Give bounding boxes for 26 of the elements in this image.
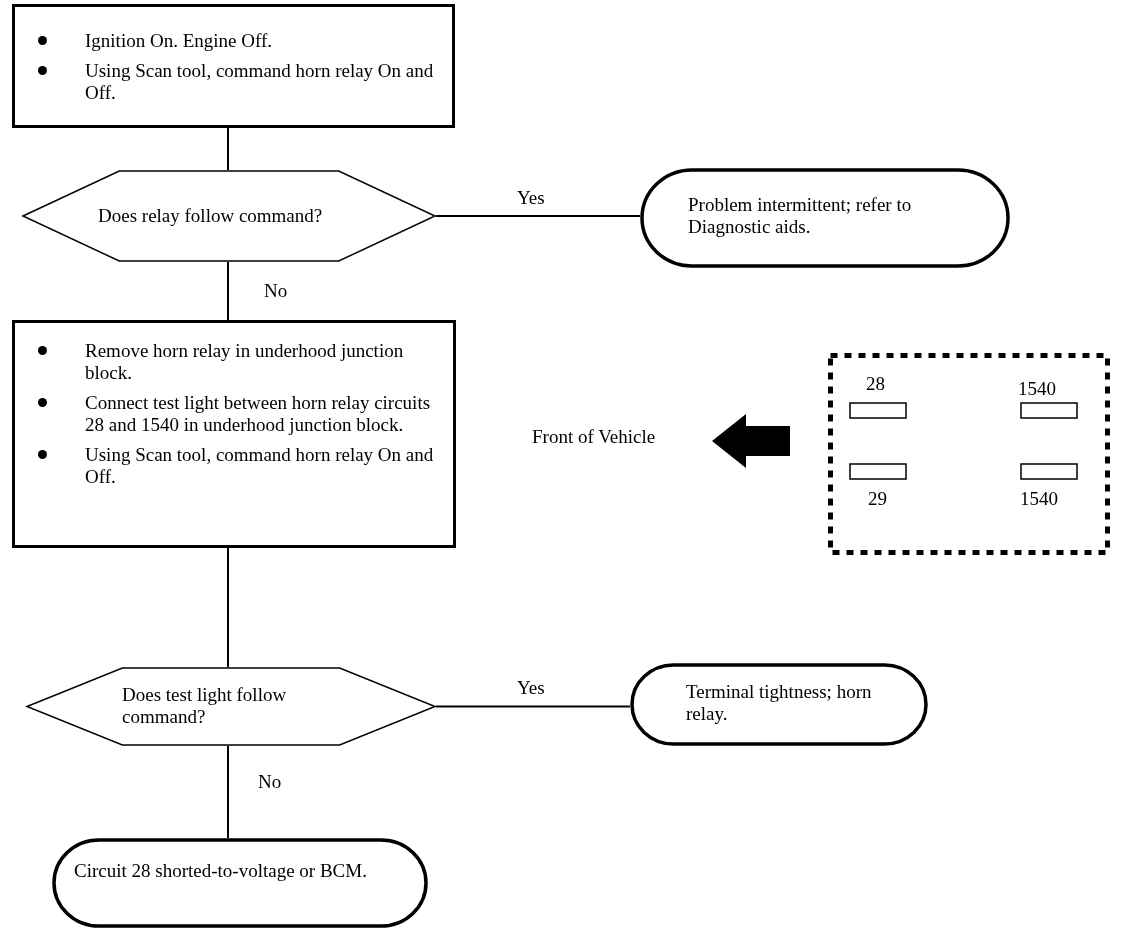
- step-text: Ignition On. Engine Off.: [85, 30, 272, 52]
- circuit-number: 29: [868, 488, 887, 510]
- connector-line: [227, 745, 229, 839]
- circuit-number: 28: [866, 373, 885, 395]
- process-box: [12, 320, 456, 548]
- connector-line: [435, 215, 641, 217]
- circuit-number: 1540: [1020, 488, 1058, 510]
- connector-line: [227, 261, 229, 321]
- orientation-label: Front of Vehicle: [532, 426, 656, 448]
- decision-hexagon: [26, 667, 436, 746]
- result-text: Circuit 28 shorted-to-voltage or BCM.: [74, 860, 368, 882]
- step-text: Connect test light between horn relay circuits 28 and 1540 in underhood junction block.: [85, 392, 432, 436]
- circuit-number: 1540: [1018, 378, 1056, 400]
- result-text: Terminal tightness; horn relay.: [686, 681, 873, 725]
- step-text: Using Scan tool, command horn relay On and Off.: [85, 60, 435, 104]
- question-text: Does test light follow command?: [122, 684, 288, 728]
- result-text: Problem intermittent; refer to Diagnostic aids.: [688, 194, 913, 238]
- step-text: Remove horn relay in underhood junction block.: [85, 340, 405, 384]
- process-box: [12, 4, 455, 128]
- connector-line: [227, 547, 229, 668]
- connector-view: [828, 353, 1110, 555]
- connector-line: [227, 127, 229, 171]
- question-text: Does relay follow command?: [98, 205, 324, 227]
- decision-hexagon: [22, 170, 436, 262]
- connector-line: [435, 705, 631, 708]
- step-text: Using Scan tool, command horn relay On and Off.: [85, 444, 435, 488]
